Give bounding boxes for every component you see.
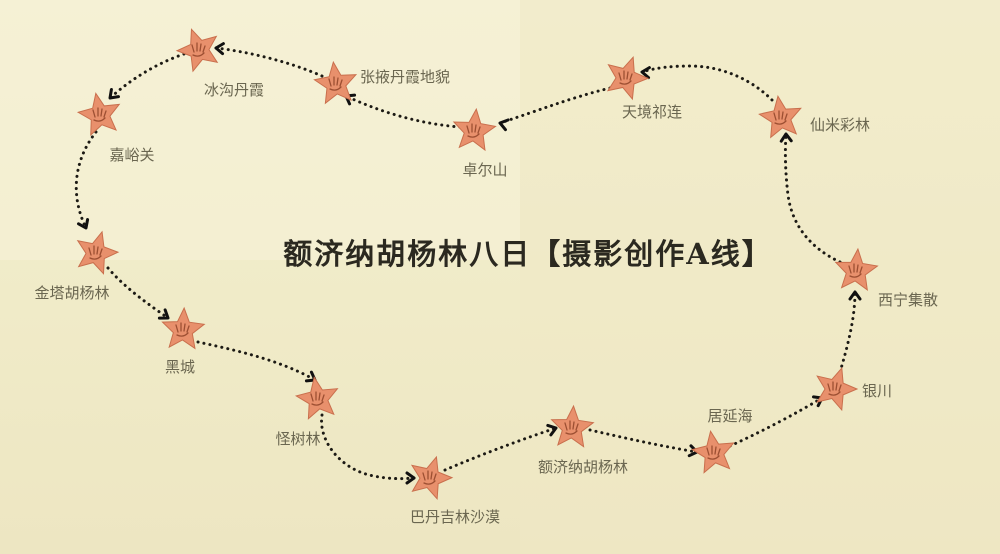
handprint-icon <box>706 445 721 460</box>
stop-guaishu <box>294 376 339 420</box>
stop-xianmi <box>758 94 802 139</box>
stop-label: 卓尔山 <box>462 161 507 179</box>
stop-markers <box>76 28 879 501</box>
handprint-icon <box>827 381 842 396</box>
arrow-icon <box>848 290 862 301</box>
handprint-icon <box>422 470 437 485</box>
handprint-icon <box>175 322 190 337</box>
stop-label: 嘉峪关 <box>109 146 154 164</box>
background-panel <box>0 0 520 260</box>
route-title: 额济纳胡杨林八日【摄影创作A线】 <box>283 237 773 271</box>
arrow-icon <box>108 88 120 100</box>
star-icon <box>76 92 121 137</box>
handprint-icon <box>466 123 481 138</box>
star-icon <box>550 404 595 448</box>
stop-yinchuan <box>816 366 859 412</box>
arrow-icon <box>640 66 651 80</box>
stop-label: 西宁集散 <box>878 291 938 309</box>
stop-label: 仙米彩林 <box>810 116 870 134</box>
route-segment <box>108 52 186 100</box>
handprint-icon <box>328 76 343 91</box>
stop-juyan <box>691 430 735 474</box>
route-segment <box>214 46 324 78</box>
stop-jinta <box>76 230 120 275</box>
route-segment <box>106 266 170 320</box>
stop-label: 居延海 <box>707 407 752 425</box>
stop-label: 天境祁连 <box>622 103 682 121</box>
star-icon <box>410 455 454 501</box>
stop-label: 张掖丹霞地貌 <box>360 68 450 86</box>
stop-label: 银川 <box>862 382 892 400</box>
route-segment <box>196 340 317 382</box>
route-segment <box>74 130 98 230</box>
stop-label: 怪树林 <box>275 430 320 448</box>
arrow-icon <box>157 308 170 320</box>
stop-label: 金塔胡杨林 <box>34 284 109 302</box>
stop-heicheng <box>161 306 206 350</box>
route-segment <box>320 413 416 481</box>
stop-label: 冰沟丹霞 <box>204 81 264 99</box>
route-segment <box>838 290 857 374</box>
route-lines <box>74 42 862 485</box>
handprint-icon <box>88 245 103 260</box>
route-segment <box>588 428 699 454</box>
stop-badain <box>410 455 454 501</box>
star-icon <box>76 230 120 275</box>
star-icon <box>816 366 859 412</box>
arrow-icon <box>546 423 558 437</box>
stop-bingou <box>175 28 219 73</box>
star-icon <box>606 55 650 101</box>
stop-ejina <box>550 404 595 448</box>
route-segment <box>783 132 842 264</box>
arrow-icon <box>214 42 225 56</box>
star-icon <box>691 430 735 474</box>
route-segment <box>640 64 774 102</box>
handprint-icon <box>618 70 633 85</box>
stop-zhuoer <box>452 107 497 152</box>
route-segment <box>443 426 558 472</box>
stop-jiayu <box>76 92 121 137</box>
star-icon <box>834 247 879 291</box>
star-icon <box>758 94 802 139</box>
stop-label: 巴丹吉林沙漠 <box>410 508 500 526</box>
handprint-icon <box>564 420 579 435</box>
handprint-icon <box>191 42 206 57</box>
stop-zhangye <box>313 60 358 105</box>
arrow-icon <box>77 218 90 230</box>
arrow-icon <box>405 471 416 485</box>
handprint-icon <box>92 107 107 122</box>
handprint-icon <box>848 263 863 278</box>
route-segment <box>344 94 462 129</box>
stop-label: 黑城 <box>165 358 195 376</box>
star-icon <box>313 60 358 105</box>
stop-tianjing <box>606 55 650 101</box>
background-panel <box>520 0 1000 554</box>
handprint-icon <box>310 391 325 406</box>
handprint-icon <box>773 110 788 125</box>
stop-xining <box>834 247 879 291</box>
star-icon <box>294 376 339 420</box>
star-icon <box>161 306 206 350</box>
route-segment <box>728 396 824 448</box>
arrow-icon <box>498 118 510 132</box>
route-segment <box>498 86 612 125</box>
stop-label: 额济纳胡杨林 <box>538 458 628 476</box>
arrow-icon <box>779 132 793 143</box>
